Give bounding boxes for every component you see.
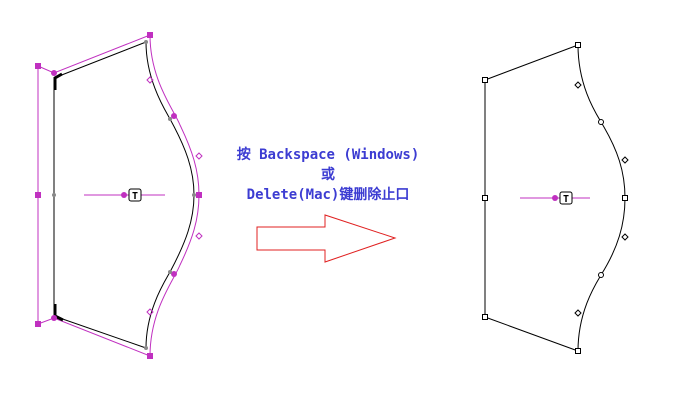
label-box-before[interactable] bbox=[128, 188, 142, 202]
label-box-after[interactable] bbox=[559, 191, 573, 205]
seam-label-after: T bbox=[563, 194, 569, 205]
control-diamonds bbox=[146, 76, 203, 316]
instruction-line-1: 按 Backspace (Windows) bbox=[236, 147, 420, 163]
corner-points[interactable] bbox=[482, 42, 629, 354]
instruction-line-2: 或 bbox=[321, 167, 335, 183]
arrow-icon bbox=[256, 214, 397, 263]
instruction-line-3: Delete(Mac)键删除止口 bbox=[246, 187, 410, 203]
grainline-handle[interactable] bbox=[121, 192, 127, 198]
piece-before: T bbox=[35, 32, 203, 359]
corner-mark-top bbox=[53, 72, 63, 90]
piece-after: T bbox=[482, 42, 629, 354]
piece-points bbox=[52, 40, 196, 350]
grainline-handle-after[interactable] bbox=[552, 195, 558, 201]
seam-label-before: T bbox=[132, 191, 138, 202]
selection-handles[interactable] bbox=[35, 32, 202, 359]
